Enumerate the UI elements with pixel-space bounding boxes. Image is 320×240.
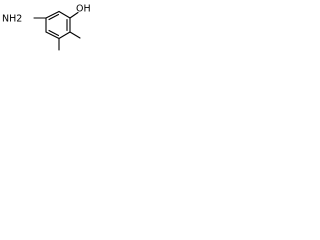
methyl-bond-1 bbox=[69, 31, 81, 39]
molecule-structure: OH NH2 bbox=[2, 4, 91, 51]
ring-bond-4 bbox=[45, 31, 60, 40]
ring-bond-6 bbox=[45, 10, 60, 19]
structure-canvas: OH NH2 bbox=[0, 0, 100, 63]
hydroxyl-label: OH bbox=[76, 4, 91, 15]
double-bond-inner-3 bbox=[48, 29, 60, 37]
ring-bond-1 bbox=[58, 10, 71, 19]
hydroxyl-bond bbox=[69, 11, 79, 19]
double-bond-inner-1 bbox=[48, 13, 60, 21]
ring-bond-3 bbox=[58, 31, 71, 40]
amine-label: NH2 bbox=[2, 14, 22, 25]
